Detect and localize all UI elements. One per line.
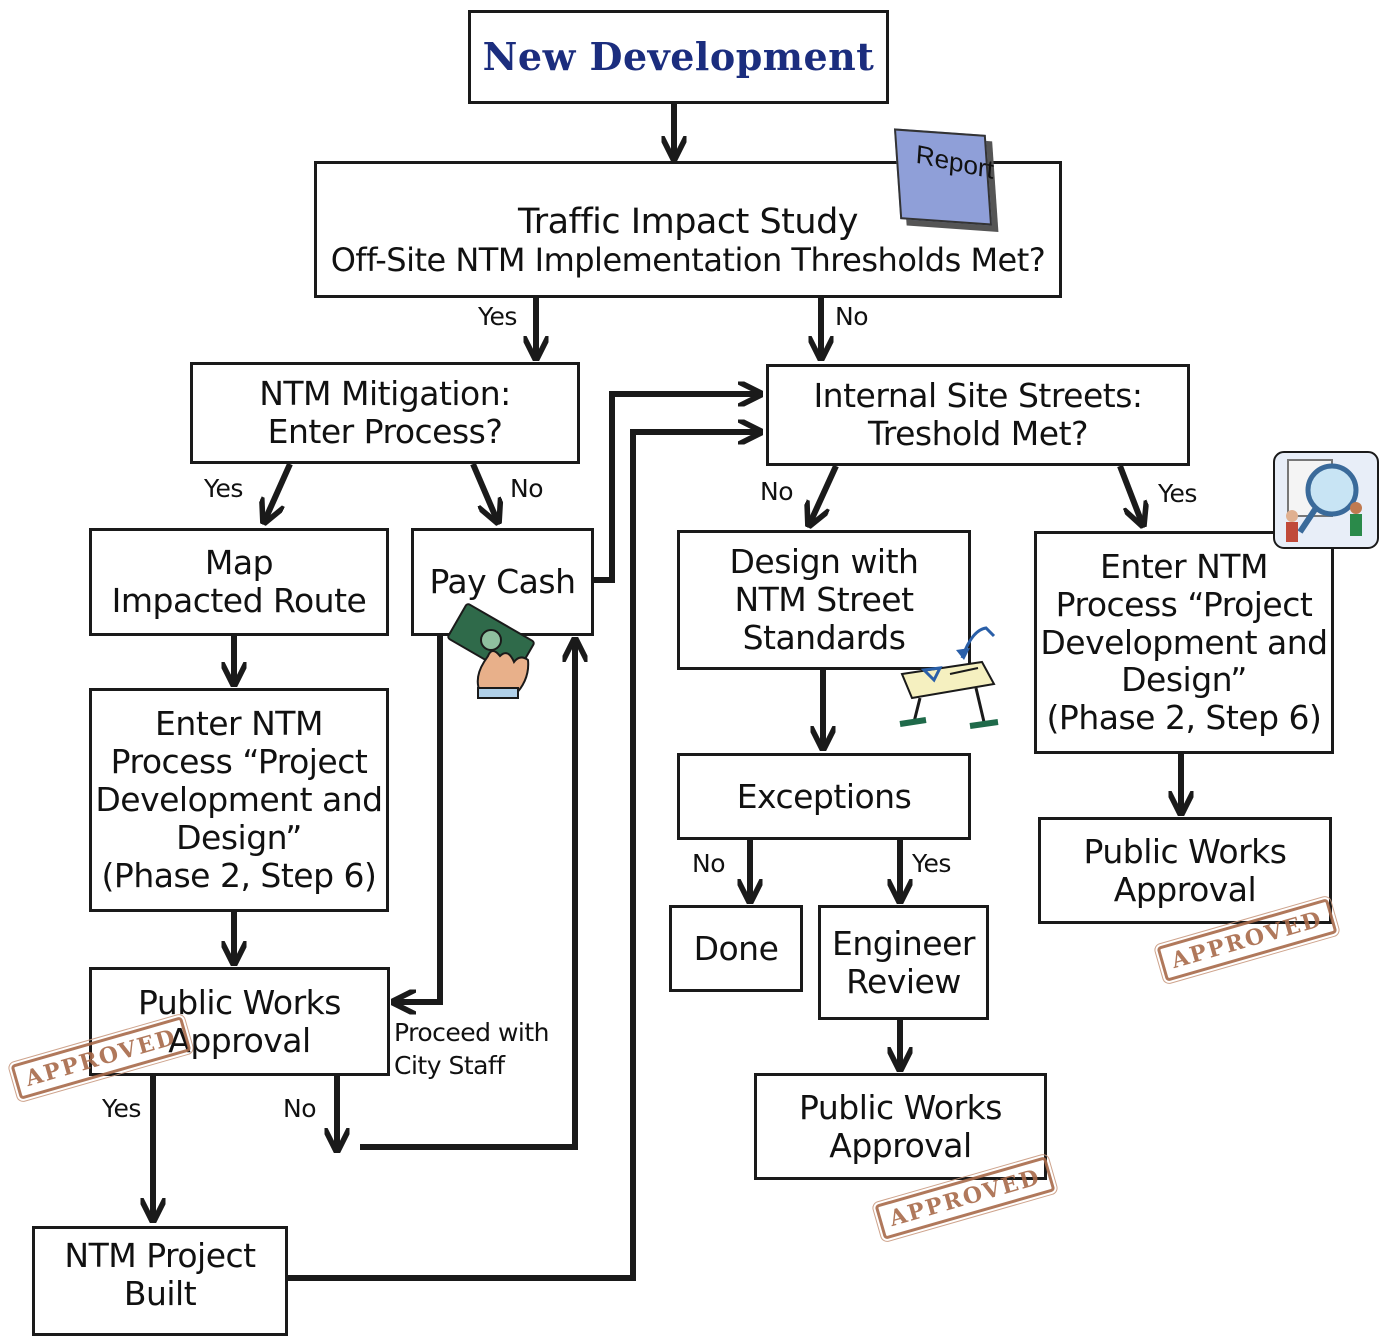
box-line: Traffic Impact Study [517,201,859,242]
label-no-traffic: No [835,302,869,331]
box-line: Enter NTM [1100,546,1268,586]
box-line: Map [204,543,274,583]
box-line: Approval [1113,869,1257,909]
design-ntm-standards-box: Design with NTM Street Standards [677,530,971,670]
label-no-pw: No [283,1094,317,1123]
arrow-no-back-to-paycash [360,642,575,1150]
exceptions-box: Exceptions [677,753,971,840]
arrow-mitigation-no [470,462,497,520]
label-proceed-2: City Staff [394,1051,505,1080]
map-impacted-route-box: Map Impacted Route [89,528,389,636]
arrow-mitigation-yes [265,462,293,520]
box-line: Enter NTM [155,704,323,744]
public-works-approval-left-box: Public Works Approval [89,967,390,1076]
box-line: Exceptions [736,776,912,816]
box-line: Process “Project [1055,584,1313,624]
box-line: Engineer [832,923,975,963]
box-line: Development and [95,780,383,820]
box-line: Done [693,928,779,968]
label-no-internal: No [760,477,794,506]
box-line: Approval [168,1020,311,1060]
box-line: Review [846,961,961,1001]
arrow-built-to-internal [288,432,758,1281]
box-line: Public Works [799,1087,1002,1127]
box-line: NTM Project [64,1236,256,1275]
report-label: Report [914,138,995,185]
box-line: NTM Street [734,580,914,620]
box-line: Standards [742,617,906,657]
box-line: Development and [1040,622,1328,662]
box-line: Built [123,1273,197,1313]
box-line: Public Works [138,982,341,1022]
box-line: Off-Site NTM Implementation Thresholds M… [330,241,1046,280]
public-works-approval-right-box: Public Works Approval [1038,817,1332,924]
arrow-paycash-to-internal [594,394,758,583]
box-line: Design” [1121,660,1247,700]
arrow-paycash-to-pw [396,636,443,1002]
label-yes-traffic: Yes [478,302,517,331]
engineer-review-box: Engineer Review [818,905,989,1020]
box-line: New Development [482,34,875,80]
box-line: Design” [176,817,302,857]
label-proceed-1: Proceed with [394,1018,550,1047]
box-line: Treshold Met? [867,414,1089,453]
cash-hand-icon [447,603,535,699]
arrow-internal-yes [1117,464,1142,523]
public-works-approval-center-box: Public Works Approval [754,1073,1047,1180]
box-line: NTM Mitigation: [259,374,511,414]
box-line: Enter Process? [267,412,503,451]
box-line: Impacted Route [111,581,367,620]
label-yes-pw: Yes [102,1094,141,1123]
enter-ntm-process-right-box: Enter NTM Process “Project Development a… [1034,531,1334,754]
pay-cash-box: Pay Cash [411,528,594,636]
ntm-mitigation-box: NTM Mitigation: Enter Process? [190,362,580,464]
box-line: Internal Site Streets: [813,376,1143,416]
box-line: (Phase 2, Step 6) [101,855,377,895]
magnifier-team-icon [1273,451,1379,549]
drafting-table-icon [899,626,999,729]
label-yes-internal: Yes [1158,479,1197,508]
new-development-box: New Development [468,10,889,104]
box-line: Process “Project [110,742,368,782]
box-line: Pay Cash [429,562,576,601]
label-yes-exceptions: Yes [912,849,951,878]
box-line: Public Works [1083,831,1287,871]
ntm-project-built-box: NTM Project Built [32,1226,288,1336]
box-line: Approval [829,1125,972,1165]
traffic-impact-study-box: Traffic Impact Study Off-Site NTM Implem… [314,161,1062,298]
arrow-internal-no [810,464,839,523]
enter-ntm-process-left-box: Enter NTM Process “Project Development a… [89,688,389,912]
box-line: (Phase 2, Step 6) [1046,698,1322,738]
label-no-exceptions: No [692,849,726,878]
label-no-mitigation: No [510,474,544,503]
done-box: Done [669,905,803,992]
box-line: Design with [729,542,919,582]
report-icon: Report [893,128,995,226]
label-yes-mitigation: Yes [204,474,243,503]
internal-site-streets-box: Internal Site Streets: Treshold Met? [766,364,1190,466]
